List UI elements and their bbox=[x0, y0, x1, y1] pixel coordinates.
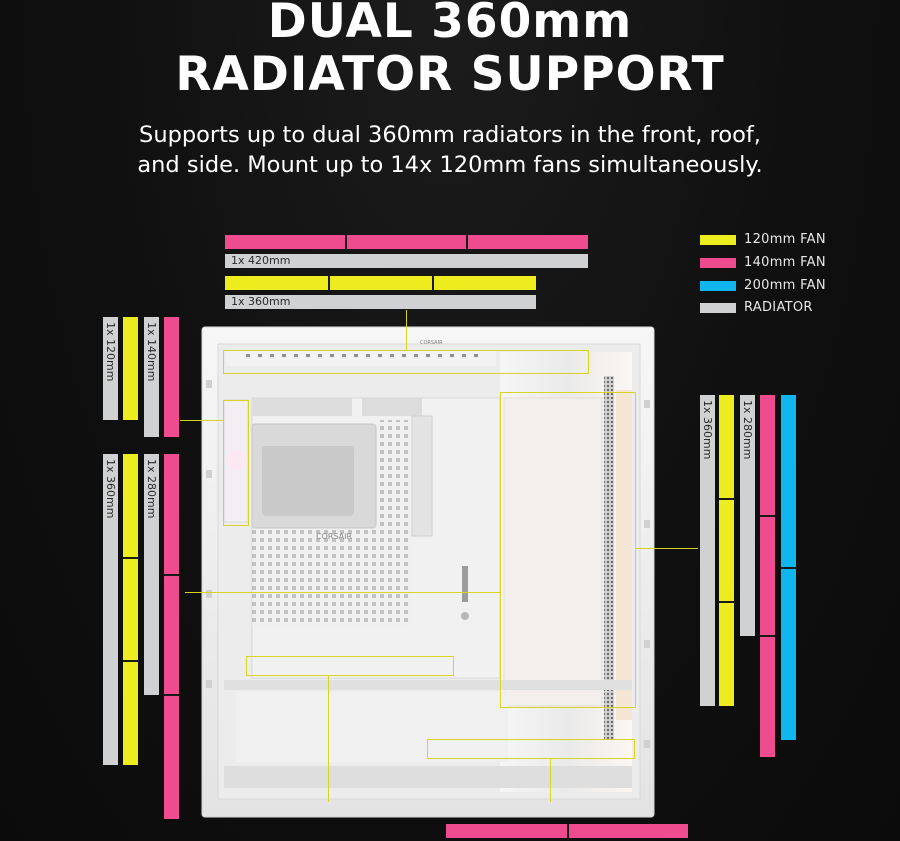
rear-120mm-fan-bar bbox=[123, 317, 138, 420]
top-140mm-fan-bar bbox=[225, 235, 588, 249]
top-radiator-420-label: 1x 420mm bbox=[231, 254, 291, 267]
side-radiator-280-label: 1x 280mm bbox=[145, 459, 158, 519]
callout-line-rear bbox=[180, 420, 223, 422]
bottom-140mm-fan-bar bbox=[446, 824, 688, 838]
rear-140mm-fan-bar bbox=[164, 317, 179, 437]
front-radiator-280-bar: 1x 280mm bbox=[740, 395, 755, 636]
front-140mm-fan-bar bbox=[760, 395, 775, 757]
top-radiator-420-bar: 1x 420mm bbox=[225, 254, 588, 268]
headline-line-2: RADIATOR SUPPORT bbox=[175, 47, 725, 102]
legend-swatch bbox=[700, 303, 736, 313]
case-brand-board: CORSAIR bbox=[316, 532, 353, 541]
side-120mm-fan-bar bbox=[123, 454, 138, 765]
highlight-top-mount bbox=[223, 350, 589, 374]
rear-radiator-120-label: 1x 120mm bbox=[104, 322, 117, 382]
rear-radiator-140-label: 1x 140mm bbox=[145, 322, 158, 382]
highlight-bottom-left-mount bbox=[246, 656, 454, 676]
highlight-bottom-right-mount bbox=[427, 739, 635, 759]
legend-label: RADIATOR bbox=[744, 300, 813, 315]
top-radiator-360-label: 1x 360mm bbox=[231, 295, 291, 308]
callout-line-side bbox=[185, 592, 500, 594]
front-120mm-fan-bar bbox=[719, 395, 734, 706]
side-radiator-280-bar: 1x 280mm bbox=[144, 454, 159, 695]
legend-label: 120mm FAN bbox=[744, 232, 826, 247]
front-radiator-360-bar: 1x 360mm bbox=[700, 395, 715, 706]
callout-line-bottom-left bbox=[328, 676, 330, 802]
legend-label: 200mm FAN bbox=[744, 278, 826, 293]
top-120mm-fan-bar bbox=[225, 276, 536, 290]
rear-radiator-140-bar: 1x 140mm bbox=[144, 317, 159, 437]
pc-case-illustration: CORSAIR CORSAIR bbox=[201, 326, 655, 818]
side-radiator-360-label: 1x 360mm bbox=[104, 459, 117, 519]
subtitle-line-2: and side. Mount up to 14x 120mm fans sim… bbox=[137, 152, 763, 178]
callout-line-top bbox=[406, 310, 408, 350]
front-radiator-280-label: 1x 280mm bbox=[741, 400, 754, 460]
highlight-front-mount bbox=[500, 392, 636, 708]
top-radiator-360-bar: 1x 360mm bbox=[225, 295, 536, 309]
case-brand-top: CORSAIR bbox=[420, 340, 443, 346]
front-radiator-360-label: 1x 360mm bbox=[701, 400, 714, 460]
legend-label: 140mm FAN bbox=[744, 255, 826, 270]
side-radiator-360-bar: 1x 360mm bbox=[103, 454, 118, 765]
legend-swatch bbox=[700, 235, 736, 245]
callout-line-bottom-right bbox=[550, 759, 552, 802]
highlight-rear-mount bbox=[223, 400, 249, 526]
front-200mm-fan-bar bbox=[781, 395, 796, 740]
side-140mm-fan-bar bbox=[164, 454, 179, 819]
legend-swatch bbox=[700, 281, 736, 291]
legend-swatch bbox=[700, 258, 736, 268]
rear-radiator-120-bar: 1x 120mm bbox=[103, 317, 118, 420]
headline-line-1: DUAL 360mm bbox=[267, 0, 633, 49]
callout-line-front bbox=[636, 548, 698, 550]
subtitle-line-1: Supports up to dual 360mm radiators in t… bbox=[139, 122, 761, 148]
